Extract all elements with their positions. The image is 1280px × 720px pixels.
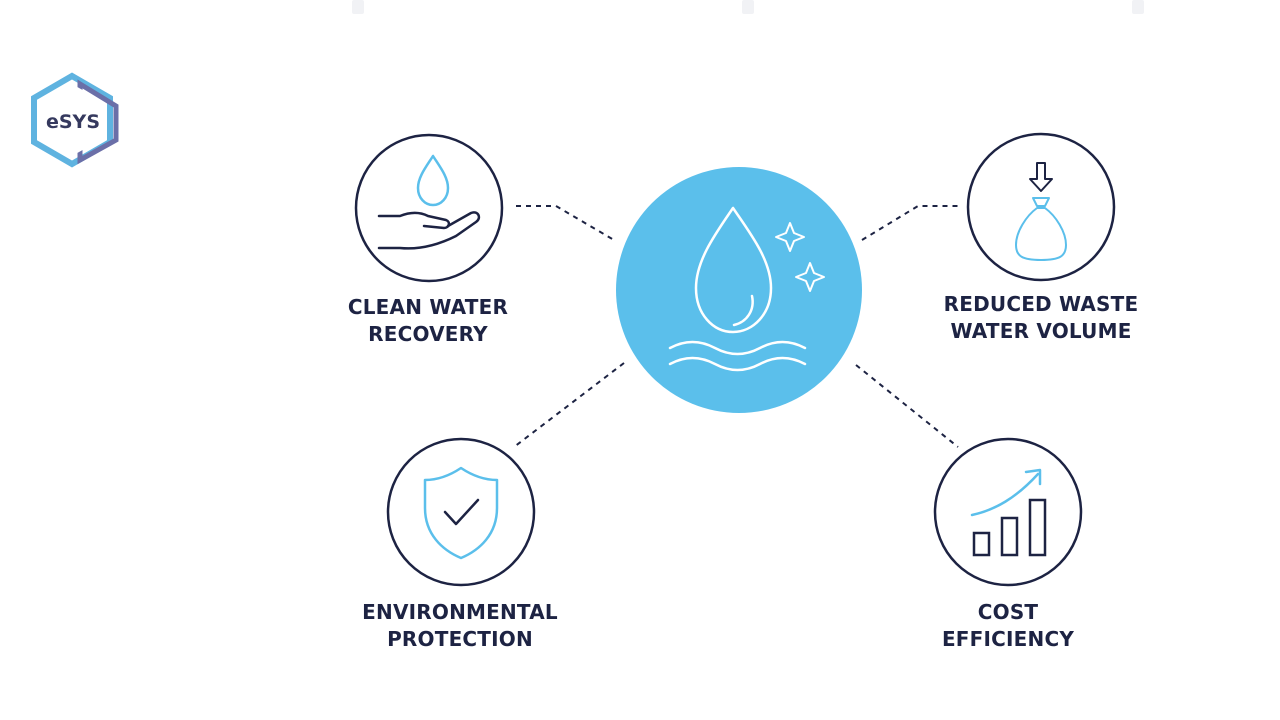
esys-logo: eSYS bbox=[31, 72, 119, 168]
label-line: EFFICIENCY bbox=[941, 627, 1075, 651]
label-reduced-waste-water-volume: REDUCED WASTE WATER VOLUME bbox=[921, 291, 1161, 345]
connector-clean-water bbox=[516, 205, 615, 241]
label-line: RECOVERY bbox=[368, 322, 488, 346]
label-line: COST bbox=[977, 600, 1039, 624]
label-line: PROTECTION bbox=[387, 627, 533, 651]
connector-cost bbox=[855, 364, 959, 448]
top-edge-mark bbox=[742, 0, 754, 14]
waste-bag-down-arrow-icon bbox=[966, 132, 1116, 282]
label-clean-water-recovery: CLEAN WATER RECOVERY bbox=[308, 294, 548, 348]
label-environmental-protection: ENVIRONMENTAL PROTECTION bbox=[340, 599, 580, 653]
center-water-drop-icon bbox=[616, 167, 862, 413]
shield-check-icon bbox=[386, 437, 536, 587]
label-line: ENVIRONMENTAL bbox=[362, 600, 558, 624]
connector-reduced-waste bbox=[861, 205, 960, 241]
connector-environmental bbox=[513, 362, 625, 448]
hand-water-drop-icon bbox=[354, 133, 504, 283]
bar-chart-growth-icon bbox=[933, 437, 1083, 587]
label-cost-efficiency: COST EFFICIENCY bbox=[888, 599, 1128, 653]
top-edge-mark bbox=[1132, 0, 1144, 14]
label-line: CLEAN WATER bbox=[347, 295, 509, 319]
label-line: REDUCED WASTE bbox=[943, 292, 1139, 316]
logo-text: eSYS bbox=[46, 111, 100, 133]
top-edge-mark bbox=[352, 0, 364, 14]
connectors bbox=[513, 205, 960, 448]
label-line: WATER VOLUME bbox=[950, 319, 1132, 343]
